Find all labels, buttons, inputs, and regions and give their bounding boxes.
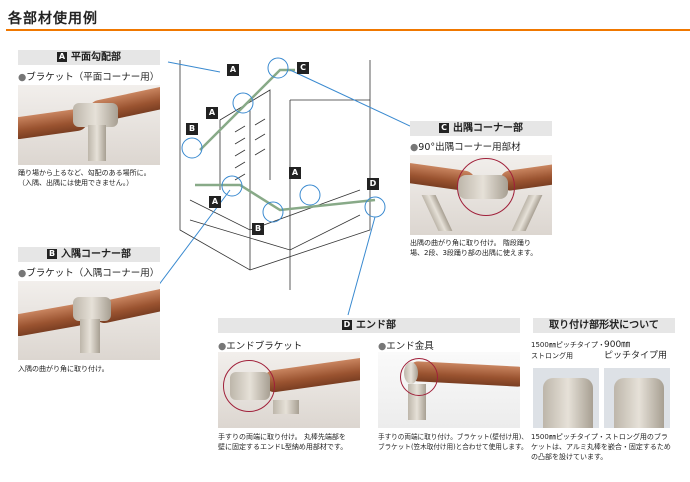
panel-b-caption: 入隅の曲がり角に取り付け。	[18, 365, 109, 373]
badge-a: A	[57, 52, 67, 62]
mounting-caption: 1500㎜ピッチタイプ・ストロング用のブラケットは、アルミ丸棒を嵌合・固定するた…	[531, 433, 671, 461]
panel-c-photo	[410, 155, 552, 235]
panel-c-caption: 出隅の曲がり角に取り付け。 階段踊り場、2段、3段踊り部の出隅に使えます。	[410, 239, 538, 257]
panel-c-header: C 出隅コーナー部	[410, 121, 552, 136]
panel-d-header: D エンド部	[218, 318, 520, 333]
marker-b: B	[186, 123, 198, 135]
marker-a: A	[289, 167, 301, 179]
panel-d-title: エンド部	[356, 320, 396, 331]
marker-d: D	[367, 178, 379, 190]
end-fitting-subtitle: ●エンド金具	[378, 341, 434, 352]
page-title: 各部材使用例	[8, 11, 98, 27]
panel-a-photo	[18, 85, 160, 165]
panel-b-subtitle: ●ブラケット（入隅コーナー用）	[18, 268, 160, 279]
end-fitting-photo	[378, 352, 520, 428]
panel-c-subtitle: ●90°出隅コーナー用部材	[410, 142, 521, 153]
badge-c: C	[439, 123, 449, 133]
title-underline	[6, 29, 690, 31]
end-bracket-caption: 手すりの両端に取り付け。 丸棒先端部を壁に固定するエンドL型納め用部材です。	[218, 433, 348, 451]
panel-b-photo	[18, 281, 160, 360]
panel-c-title: 出隅コーナー部	[453, 123, 523, 134]
panel-b-title: 入隅コーナー部	[61, 249, 131, 260]
type-900-photo	[604, 368, 670, 428]
panel-a-caption: 踊り場から上るなど、勾配のある場所に。（入隅、出隅には使用できません。）	[18, 169, 151, 187]
panel-a-title: 平面勾配部	[71, 52, 121, 63]
staircase-diagram	[160, 57, 410, 316]
type-1500-photo	[533, 368, 599, 428]
marker-b: B	[252, 223, 264, 235]
marker-a: A	[206, 107, 218, 119]
type-1500-label: 1500㎜ピッチタイプ・ストロング用	[531, 341, 605, 360]
panel-a-subtitle: ●ブラケット（平面コーナー用）	[18, 72, 160, 83]
marker-a: A	[209, 196, 221, 208]
badge-b: B	[47, 249, 57, 259]
end-bracket-subtitle: ●エンドブラケット	[218, 341, 303, 352]
badge-d: D	[342, 320, 352, 330]
end-bracket-photo	[218, 352, 360, 428]
panel-a-header: A 平面勾配部	[18, 50, 160, 65]
marker-a: A	[227, 64, 239, 76]
panel-b-header: B 入隅コーナー部	[18, 247, 160, 262]
marker-c: C	[297, 62, 309, 74]
mounting-header: 取り付け部形状について	[533, 318, 675, 333]
end-fitting-caption: 手すりの両端に取り付け。ブラケット(壁付け用)、ブラケット(笠木取付け用)と合わ…	[378, 433, 528, 451]
